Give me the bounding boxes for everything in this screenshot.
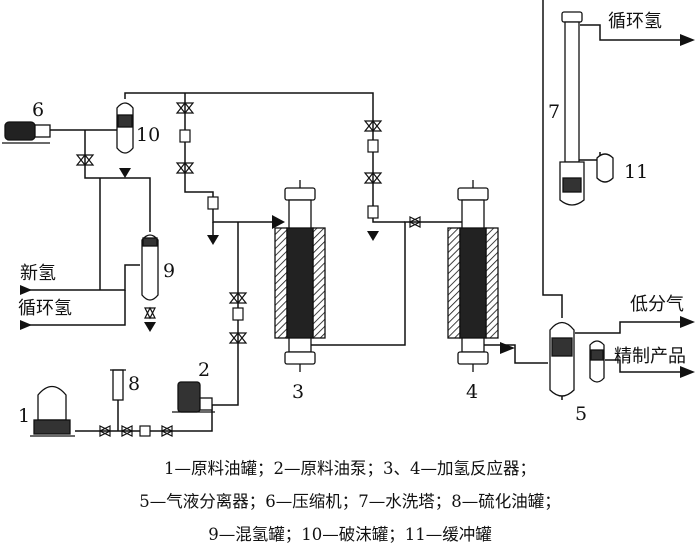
feed-tank-1 [30, 385, 75, 437]
mixer-tank-9 [141, 234, 159, 301]
valve[interactable] [363, 120, 383, 132]
label-11: 11 [624, 161, 648, 183]
sulfide-oil-tank-8 [110, 369, 126, 401]
fresh-h2-label: 新氢 [20, 263, 56, 284]
drain-arrow-branch [207, 235, 219, 245]
process-flow-diagram: 新氢 循环氢 循环氢 低分气 精制产品 1 2 3 4 5 6 7 8 9 10… [2, 0, 695, 437]
legend: 1—原料油罐；2—原料油泵；3、4—加氢反应器； 5—气液分离器；6—压缩机；7… [0, 452, 700, 551]
label-4: 4 [466, 381, 478, 403]
h2-to-reactor3-pipe [184, 93, 280, 223]
refined-product-label: 精制产品 [614, 346, 686, 367]
legend-line: 9—混氢罐；10—破沫罐；11—缓冲罐 [208, 525, 492, 544]
valve[interactable] [408, 216, 422, 228]
recycle-h2-top-label: 循环氢 [608, 11, 662, 32]
reactor3-to-reactor4-pipe [300, 221, 465, 346]
label-9: 9 [163, 260, 175, 282]
compressor-6 [2, 121, 51, 144]
fresh-h2-arrow [20, 285, 32, 295]
check-valve [179, 129, 191, 143]
valve[interactable] [175, 102, 195, 114]
drain-arrow-right [367, 231, 379, 241]
valve[interactable] [228, 332, 248, 344]
legend-line: 5—气液分离器；6—压缩机；7—水洗塔；8—硫化油罐； [139, 492, 561, 511]
feed-pump-2 [172, 381, 215, 413]
compressor-valve-branch [84, 130, 125, 179]
recycle-h2-top-pipe [580, 24, 690, 41]
valve[interactable] [160, 425, 174, 437]
legend-line: 1—原料油罐；2—原料油泵；3、4—加氢反应器； [164, 459, 536, 478]
label-6: 6 [32, 99, 44, 121]
gas-liquid-separator-5 [549, 321, 605, 397]
fresh-h2-pipe [20, 264, 140, 291]
recycle-h2-top-arrow [680, 34, 695, 46]
filter [207, 196, 219, 210]
breakout-drum-10 [116, 102, 134, 154]
label-8: 8 [128, 373, 140, 395]
recycle-h2-arrow [20, 320, 32, 330]
recycle-h2-pipe [20, 290, 126, 326]
filter [367, 205, 379, 219]
mixer9-inlet-pipe [125, 177, 151, 232]
check-valve [232, 307, 244, 321]
product-outlet-pipe [605, 359, 690, 373]
low-gas-outlet-pipe [575, 321, 690, 334]
valve[interactable] [120, 425, 134, 437]
valve[interactable] [228, 292, 248, 304]
separator-inlet-arrow [500, 342, 515, 354]
buffer-tank-11 [596, 153, 614, 183]
label-3: 3 [292, 381, 304, 403]
valve[interactable] [98, 425, 112, 437]
low-gas-arrow [680, 316, 695, 328]
drain-arrow-10 [119, 168, 131, 178]
recycle-h2-left-label: 循环氢 [18, 298, 72, 319]
pump-discharge-pipe [212, 222, 239, 406]
label-5: 5 [575, 403, 587, 425]
label-10: 10 [136, 124, 160, 146]
top-header-pipe [124, 92, 374, 118]
label-2: 2 [198, 359, 210, 381]
valve[interactable] [175, 162, 195, 174]
check-valve [367, 139, 379, 153]
reactor4-to-separator-pipe [480, 344, 548, 364]
header-right-branch [372, 118, 405, 223]
reactor3-inlet-arrow [272, 215, 285, 229]
hydrogenation-reactor-3 [274, 180, 326, 372]
flow-meter [139, 425, 151, 437]
wash-tower-7 [559, 11, 585, 206]
label-7: 7 [548, 101, 560, 123]
valve[interactable] [363, 172, 383, 184]
label-1: 1 [18, 405, 30, 427]
valve[interactable] [144, 306, 156, 320]
product-arrow [680, 366, 695, 378]
drain-arrow-9 [144, 322, 156, 332]
wash-tower-to-separator-pipe [542, 0, 563, 318]
hydrogenation-reactor-4 [447, 180, 499, 372]
low-gas-label: 低分气 [630, 294, 684, 315]
valve[interactable] [75, 154, 95, 166]
